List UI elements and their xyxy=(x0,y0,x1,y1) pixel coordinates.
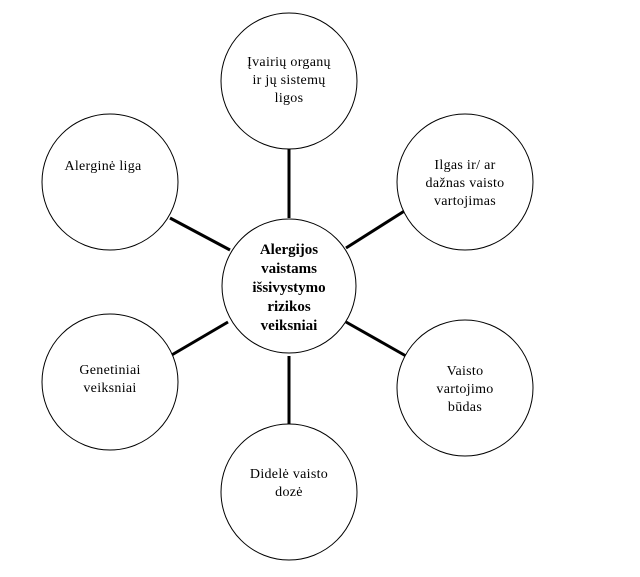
node-label-line: vartojimas xyxy=(433,194,497,209)
node-label-line: vartojimo xyxy=(436,382,494,397)
node-label-line: būdas xyxy=(447,400,483,415)
node-label-line: Alerginė liga xyxy=(64,159,142,174)
connector-lower-left xyxy=(169,320,229,358)
node-label-bottom: Didelė vaisto dozė xyxy=(219,466,359,502)
node-label-line: Didelė vaisto xyxy=(249,467,329,482)
connector-lower-right xyxy=(345,320,407,358)
node-label-line: ligos xyxy=(274,91,304,106)
center-label-line: vaistams xyxy=(261,261,317,277)
node-circle-lower-left xyxy=(41,313,179,451)
center-label-line: Alergijos xyxy=(259,242,319,258)
node-label-line: Genetiniai xyxy=(79,363,141,378)
node-label-line: ir jų sistemų xyxy=(252,73,326,88)
node-circle-lower-right xyxy=(396,319,534,457)
node-label-lower-right: Vaisto vartojimo būdas xyxy=(395,363,535,417)
center-node-label: Alergijos vaistams išsivystymo rizikos v… xyxy=(219,241,359,336)
center-label-line: veiksniai xyxy=(260,318,318,334)
node-circle-upper-left xyxy=(41,113,179,251)
node-label-line: dažnas vaisto xyxy=(425,176,505,191)
node-label-line: Vaisto xyxy=(446,364,484,379)
connector-upper-left xyxy=(169,216,231,252)
center-label-line: išsivystymo xyxy=(252,280,326,296)
node-label-upper-left: Alerginė liga xyxy=(33,158,173,176)
node-label-lower-left: Genetiniai veiksniai xyxy=(40,362,180,398)
node-circle-upper-right xyxy=(396,113,534,251)
node-circle-top xyxy=(220,12,358,150)
node-label-line: Ilgas ir/ ar xyxy=(434,158,496,173)
center-label-line: rizikos xyxy=(267,299,311,315)
connector-upper-right xyxy=(345,208,407,250)
node-circle-bottom xyxy=(220,423,358,561)
node-label-top: Įvairių organų ir jų sistemų ligos xyxy=(219,54,359,108)
node-label-line: dozė xyxy=(275,485,303,500)
node-label-line: veiksniai xyxy=(83,381,137,396)
node-label-upper-right: Ilgas ir/ ar dažnas vaisto vartojimas xyxy=(395,157,535,211)
node-label-line: Įvairių organų xyxy=(247,55,331,70)
center-node-circle xyxy=(221,218,357,354)
